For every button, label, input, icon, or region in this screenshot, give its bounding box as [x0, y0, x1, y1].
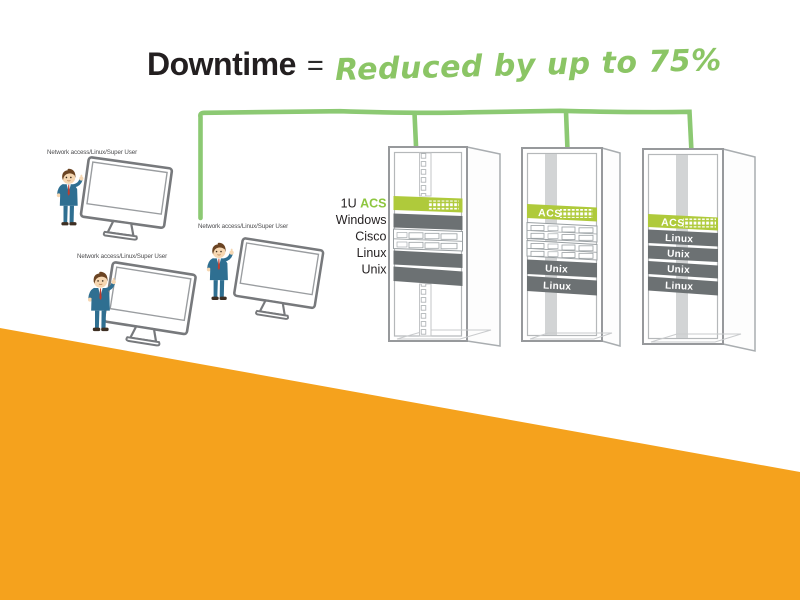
page-title: Downtime = Reduced by up to 75%: [147, 43, 722, 88]
connector-drop-rack1: [412, 110, 419, 149]
rack3-unit-unix-1: [648, 245, 718, 262]
rack2-floor: [529, 332, 613, 340]
rack2-acs-text: ACS: [538, 207, 562, 220]
rack1-label-windows: Windows: [336, 213, 387, 227]
rack1-label-cisco: Cisco: [355, 230, 386, 244]
monitor-1: [77, 155, 174, 245]
rack1-label-acs: 1U ACS: [341, 197, 387, 211]
rack3-linux2-text: Linux: [665, 281, 694, 293]
rack2-acs-ports: [560, 209, 593, 218]
workstation-1: Network access/Linux/Super User: [47, 149, 174, 245]
connector-drop-rack2: [563, 109, 570, 153]
workstation1-label: Network access/Linux/Super User: [47, 149, 137, 156]
monitor-2: [99, 260, 198, 352]
workstation-3: Network access/Linux/Super User: [198, 223, 325, 325]
rack2-linux-text: Linux: [543, 281, 572, 293]
server-rack-2: ACS: [521, 147, 621, 347]
rack2-side-panel: [601, 147, 621, 347]
rack1-labels: 1U ACS Windows Cisco Linux Unix: [336, 197, 387, 277]
rack2-unit-linux: [527, 276, 597, 296]
rack1-label-unix: Unix: [361, 263, 387, 277]
rack3-floor: [650, 333, 742, 343]
rack2-unit-server-b: [526, 239, 598, 261]
rack1-side-panel: [466, 146, 501, 347]
rack1-floor: [396, 329, 492, 340]
rack3-unit-unix-2: [648, 261, 718, 279]
rack3-rail: [676, 155, 688, 338]
orange-band: [0, 328, 800, 600]
title-downtime: Downtime: [147, 46, 296, 82]
rack1-unit-unix: [393, 266, 463, 286]
rack2-unit-unix: [527, 259, 597, 278]
server-rack-3: ACS Linux Unix Unix Linux: [642, 148, 756, 352]
workstation-2: Network access/Linux/Super User: [77, 253, 198, 352]
rack3-linux1-text: Linux: [665, 233, 694, 245]
rack3-unix1-text: Unix: [667, 249, 690, 261]
workstation3-label: Network access/Linux/Super User: [198, 223, 288, 230]
rack3-side-panel: [722, 148, 756, 352]
server-rack-1: [388, 146, 501, 347]
user-figure-3: [205, 241, 236, 302]
rack1-label-linux: Linux: [357, 246, 388, 260]
user-figure-1: [55, 167, 86, 228]
monitor-3: [230, 236, 325, 325]
rack3-unit-linux-2: [648, 276, 718, 296]
rack3-unix2-text: Unix: [667, 264, 690, 276]
title-equals: =: [306, 50, 324, 82]
rack3-acs-text: ACS: [661, 217, 685, 230]
rack1-unit-linux: [393, 250, 463, 268]
workstation2-label: Network access/Linux/Super User: [77, 253, 167, 260]
rack1-unit-cisco: [393, 228, 463, 252]
rack1-unit-windows: [393, 213, 463, 230]
rack3-acs-ports: [683, 218, 716, 228]
rack1-acs-ports: [428, 200, 459, 210]
rack2-unit-server-a: [526, 221, 598, 243]
rack2-unix-text: Unix: [545, 264, 568, 276]
network-connector-lines: [198, 108, 694, 221]
connector-main-line: [198, 108, 694, 221]
rack3-unit-linux-1: [648, 229, 718, 247]
rack1-rail: [419, 152, 432, 337]
